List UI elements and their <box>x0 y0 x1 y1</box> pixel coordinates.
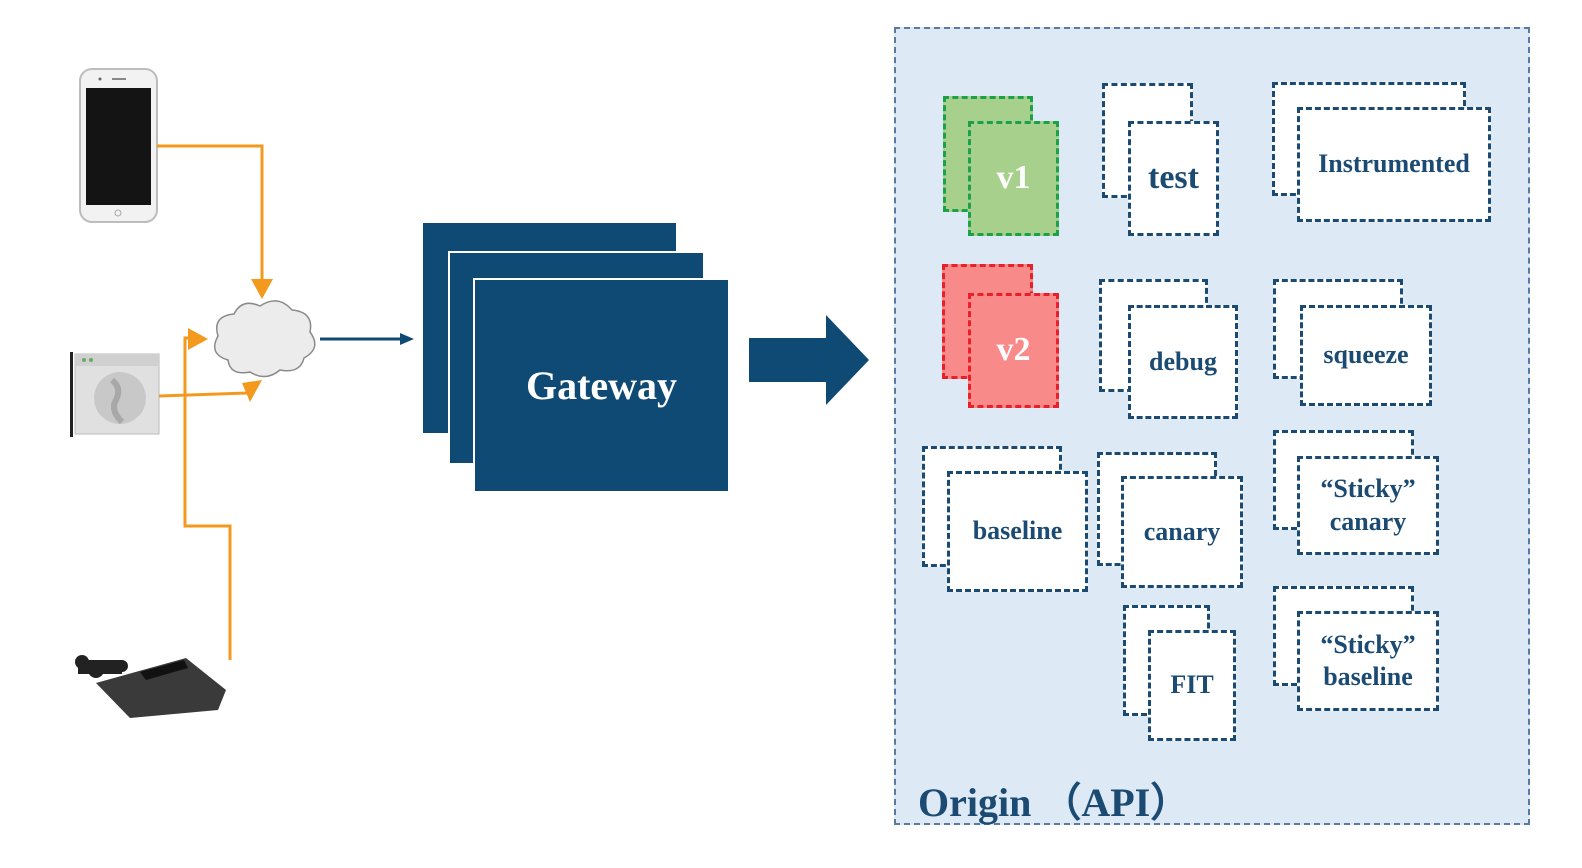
service-fit[interactable]: FIT <box>1148 630 1236 741</box>
service-v2[interactable]: v2 <box>968 293 1059 408</box>
cloud-icon <box>213 300 316 378</box>
service-label: “Sticky” canary <box>1320 474 1416 536</box>
service-v1[interactable]: v1 <box>968 121 1059 236</box>
mobile-phone-icon <box>79 68 158 223</box>
service-instrumented[interactable]: Instrumented <box>1297 107 1491 222</box>
connector-arrowheads <box>188 279 273 402</box>
service-label: baseline <box>972 516 1063 546</box>
service-label: canary <box>1143 516 1221 546</box>
service-debug[interactable]: debug <box>1128 305 1238 419</box>
gateway-to-origin-arrow <box>749 315 869 405</box>
web-browser-icon <box>70 352 160 437</box>
service-label: FIT <box>1170 670 1214 700</box>
service-test[interactable]: test <box>1128 121 1219 236</box>
service-baseline[interactable]: baseline <box>947 471 1088 592</box>
service-sticky-canary[interactable]: “Sticky” canary <box>1297 456 1439 555</box>
service-label: “Sticky” baseline <box>1320 629 1416 692</box>
service-squeeze[interactable]: squeeze <box>1300 305 1432 406</box>
service-label: debug <box>1149 346 1217 376</box>
service-label: test <box>1148 159 1199 197</box>
cloud-to-gateway-arrow <box>320 333 414 345</box>
gateway-label: Gateway <box>525 363 678 408</box>
service-label: Instrumented <box>1318 149 1470 179</box>
service-label: squeeze <box>1323 340 1409 370</box>
service-canary[interactable]: canary <box>1121 476 1243 588</box>
gateway-box[interactable]: Gateway <box>473 278 728 491</box>
client-connectors <box>157 144 264 660</box>
origin-label: Origin （API） <box>918 780 1191 825</box>
game-controller-device-icon <box>75 655 226 718</box>
service-label: v1 <box>996 159 1031 197</box>
service-label: v2 <box>996 331 1031 369</box>
service-sticky-baseline[interactable]: “Sticky” baseline <box>1297 611 1439 711</box>
